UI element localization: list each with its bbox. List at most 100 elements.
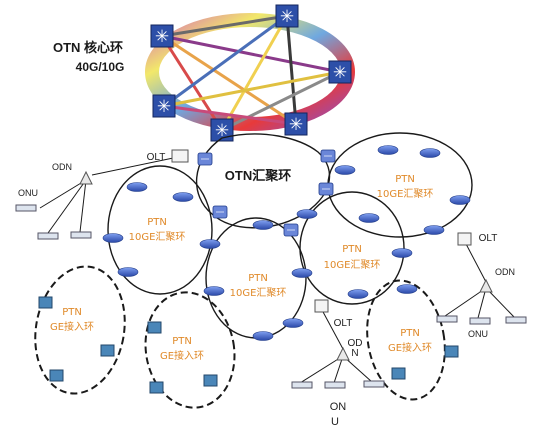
svg-text:✳: ✳ [155,27,169,47]
olt-label-left: OLT [147,152,166,163]
olt-box-right [457,232,472,246]
ptn-10ge-ring-3-line1: PTN [342,244,362,255]
od-label-bottom: OD [348,338,363,349]
ring-node [172,192,194,202]
ge-device [444,345,459,358]
odn-label-right: ODN [495,267,515,277]
otn-switch-1 [197,152,213,166]
olt-box-bottom [314,299,329,313]
ring-node [449,195,471,205]
ge-device [100,344,115,357]
ge-device [149,381,164,394]
otn-switch-nodes [197,149,336,237]
ptn-ge-ring-3-line2: GE接入环 [388,341,432,354]
onu-box [291,381,313,389]
ptn-10ge-ring-right [327,132,473,238]
ring-node [102,233,124,243]
ring-node [396,284,418,294]
core-switch-5: ✳ [210,118,234,142]
ptn-ge-rings [34,265,446,409]
core-ring: ✳ ✳ ✳ ✳ ✳ ✳ [145,4,355,142]
olt-box-left [171,149,189,163]
ring-node [391,248,413,258]
core-switch-6: ✳ [284,112,308,136]
onu-box [436,315,458,323]
ring-node [291,268,313,278]
ptn-10ge-ring-4-line1: PTN [395,174,415,185]
onu-box [363,380,385,388]
ge-device [49,369,64,382]
ptn-10ge-ring-2-line1: PTN [248,273,268,284]
ring-node [347,289,369,299]
ptn-ge-ring-2-line1: PTN [172,336,192,347]
ring-node [117,267,139,277]
olt-label-bottom: OLT [334,318,353,329]
core-ring-title: OTN 核心环 [53,40,123,55]
odn-triangle-right [479,278,493,293]
core-switch-4: ✳ [152,94,176,118]
ring-node [199,239,221,249]
onu-box [324,381,346,389]
ptn-10ge-ring-left [107,165,213,295]
ptn-10ge-ring-4-line2: 10GE汇聚环 [377,187,434,200]
olt-boxes [171,149,472,313]
core-switch-1: ✳ [150,24,174,48]
ge-device [147,321,162,334]
ptn-10ge-ring-1-line2: 10GE汇聚环 [129,230,186,243]
otn-switch-2 [320,149,336,163]
ptn-ge-ring-right [366,279,446,401]
svg-text:✳: ✳ [157,97,171,117]
ring-node [252,220,274,230]
ge-device [38,296,53,309]
svg-text:✳: ✳ [280,7,294,27]
ptn-ge-ring-left [34,265,126,395]
access-lines [39,156,516,384]
ge-device [203,374,218,387]
ring-node [358,213,380,223]
ring-node [252,331,274,341]
ptn-ge-ring-3-line1: PTN [400,328,420,339]
onu-label-left: ONU [18,188,38,198]
onu-box [37,232,59,240]
ring-node [126,182,148,192]
svg-text:✳: ✳ [333,63,347,83]
core-switch-3: ✳ [328,60,352,84]
odn-triangle-left [79,170,93,185]
ring-node [296,209,318,219]
core-switch-nodes: ✳ ✳ ✳ ✳ ✳ ✳ [150,4,352,142]
ring-node [334,165,356,175]
core-mesh-links [160,14,341,132]
ge-device [391,367,406,380]
onu-box [505,316,527,324]
otn-switch-3 [318,182,334,196]
svg-text:✳: ✳ [289,115,303,135]
ring-node [419,148,441,158]
ptn-ge-ring-1-line1: PTN [62,307,82,318]
onu-box [469,317,491,325]
ge-access-devices [38,296,459,394]
on-label-bottom: ON [330,401,347,413]
ring-node [377,145,399,155]
core-switch-2: ✳ [275,4,299,28]
ptn-ge-ring-center [144,291,236,409]
odn-triangle-bottom [336,346,350,361]
ptn-10ge-ring-2-line2: 10GE汇聚环 [230,286,287,299]
core-ring-rate: 40G/10G [76,60,125,74]
ring-node [282,318,304,328]
ptn-ge-ring-1-line2: GE接入环 [50,320,94,333]
u-label-bottom: U [331,416,339,428]
ptn-ge-ring-2-line2: GE接入环 [160,349,204,362]
odn-splitters [79,170,493,361]
ring-node [203,286,225,296]
otn-switch-4 [212,205,228,219]
onu-label-right: ONU [468,329,488,339]
ring-nodes [102,145,471,341]
svg-text:✳: ✳ [215,121,229,141]
n-label-bottom: N [351,348,358,359]
ptn-10ge-ring-1-line1: PTN [147,217,167,228]
ring-node [423,225,445,235]
otn-aggregation-ring-title: OTN汇聚环 [225,168,291,183]
olt-label-right: OLT [479,233,498,244]
ptn-10ge-ring-3-line2: 10GE汇聚环 [324,258,381,271]
